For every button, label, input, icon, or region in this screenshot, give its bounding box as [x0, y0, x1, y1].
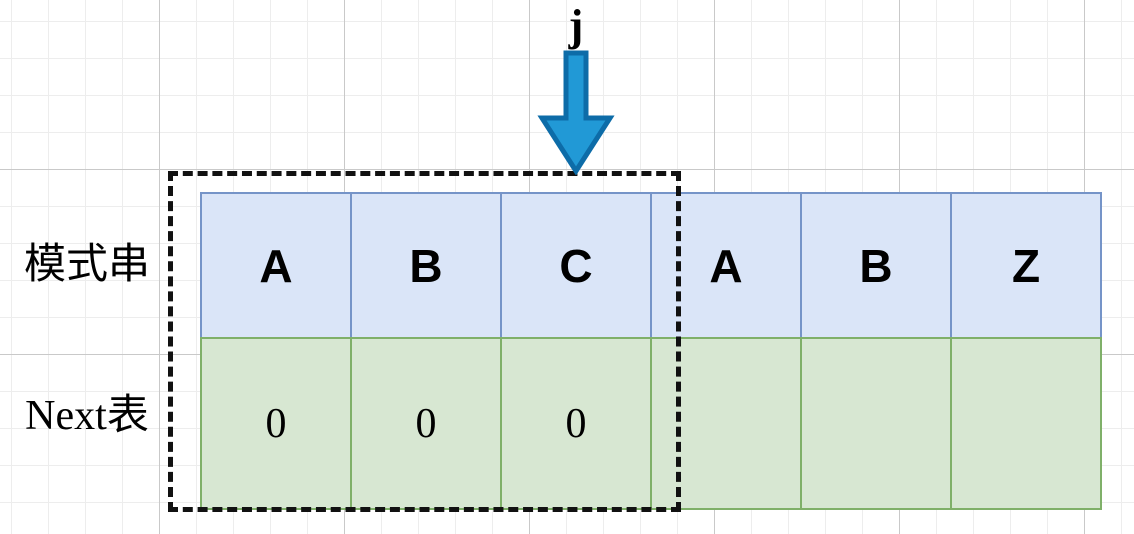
pattern-cell-2[interactable]: C — [500, 192, 652, 339]
next-cell-5[interactable] — [950, 337, 1102, 510]
next-cell-3[interactable] — [650, 337, 802, 510]
pattern-cell-1[interactable]: B — [350, 192, 502, 339]
pattern-cell-0[interactable]: A — [200, 192, 352, 339]
next-cell-1[interactable]: 0 — [350, 337, 502, 510]
down-arrow-icon — [534, 50, 618, 175]
table-row-next: 0 0 0 — [200, 337, 1102, 510]
pattern-next-table: A B C A B Z 0 0 0 — [200, 192, 1102, 512]
table-row-pattern: A B C A B Z — [200, 192, 1102, 339]
row-label-pattern: 模式串 — [23, 242, 150, 288]
pointer-label-j: j — [568, 1, 584, 50]
next-cell-4[interactable] — [800, 337, 952, 510]
pattern-cell-3[interactable]: A — [650, 192, 802, 339]
next-cell-0[interactable]: 0 — [200, 337, 352, 510]
row-label-next: Next表 — [25, 393, 149, 439]
pattern-cell-4[interactable]: B — [800, 192, 952, 339]
next-cell-2[interactable]: 0 — [500, 337, 652, 510]
pattern-cell-5[interactable]: Z — [950, 192, 1102, 339]
